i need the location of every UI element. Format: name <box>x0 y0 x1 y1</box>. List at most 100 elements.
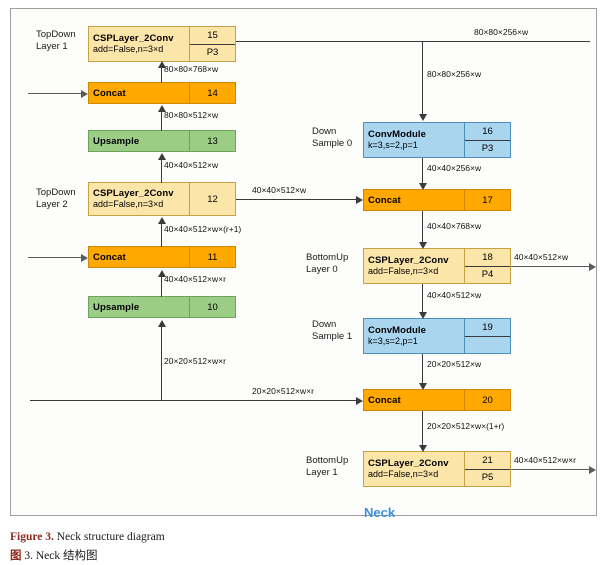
node-17-title: Concat <box>368 194 401 206</box>
node-15-index: 15 <box>207 29 218 41</box>
edge-label-13-to-14: 80×80×512×w <box>164 110 219 120</box>
node-csplayer-18[interactable]: CSPLayer_2Conv add=False,n=3×d 18 P4 <box>363 248 511 284</box>
node-18-index: 18 <box>482 251 493 263</box>
node-20-body: Concat <box>364 390 464 410</box>
edge-12-to-13 <box>161 158 163 183</box>
node-13-index: 13 <box>207 135 218 147</box>
node-convmodule-16[interactable]: ConvModule k=3,s=2,p=1 16 P3 <box>363 122 511 158</box>
node-18-side: 18 P4 <box>464 249 510 283</box>
node-concat-17[interactable]: Concat 17 <box>363 189 511 211</box>
node-12-index: 12 <box>207 193 218 205</box>
node-20-title: Concat <box>368 394 401 406</box>
node-14-body: Concat <box>89 83 189 103</box>
edge-14-to-15 <box>161 66 163 83</box>
arrowhead-11-to-12 <box>157 217 166 224</box>
node-11-side: 11 <box>189 247 235 267</box>
node-16-body: ConvModule k=3,s=2,p=1 <box>364 123 464 157</box>
node-14-index: 14 <box>207 87 218 99</box>
edge-label-10-to-11: 40×40×512×w×r <box>164 274 226 284</box>
figure-caption-en-key: Figure 3. <box>10 531 54 543</box>
node-19-subtitle: k=3,s=2,p=1 <box>368 336 418 346</box>
node-19-body: ConvModule k=3,s=2,p=1 <box>364 319 464 353</box>
node-16-index: 16 <box>482 125 493 137</box>
node-15-body: CSPLayer_2Conv add=False,n=3×d <box>89 27 189 61</box>
node-11-title: Concat <box>93 251 126 263</box>
arrowhead-21-right <box>589 465 596 474</box>
arrowhead-external-to-14 <box>81 89 88 98</box>
edge-label-21-right: 40×40×512×w×r <box>514 455 576 465</box>
node-csplayer-21[interactable]: CSPLayer_2Conv add=False,n=3×d 21 P5 <box>363 451 511 487</box>
arrowhead-bus-to-20 <box>356 396 363 405</box>
edge-11-to-12 <box>161 222 163 247</box>
edge-label-20-to-21: 20×20×512×w×(1+r) <box>427 421 505 431</box>
node-20-side: 20 <box>464 390 510 410</box>
edge-16-to-17 <box>422 158 424 184</box>
node-concat-11[interactable]: Concat 11 <box>88 246 236 268</box>
arrowhead-external-to-11 <box>81 253 88 262</box>
node-18-title: CSPLayer_2Conv <box>368 255 449 266</box>
edge-label-16-to-17: 40×40×256×w <box>427 163 482 173</box>
node-11-index: 11 <box>207 251 218 263</box>
node-12-title: CSPLayer_2Conv <box>93 188 174 199</box>
arrowhead-10-to-11 <box>157 270 166 277</box>
group-label-downsample1: Down Sample 1 <box>312 319 353 342</box>
edge-label-19-to-20: 20×20×512×w <box>427 359 482 369</box>
node-21-index: 21 <box>482 454 493 466</box>
group-label-topdown-layer2: TopDown Layer 2 <box>36 187 76 210</box>
node-concat-14[interactable]: Concat 14 <box>88 82 236 104</box>
node-10-index: 10 <box>207 301 218 313</box>
node-18-tag: P4 <box>465 265 510 284</box>
arrowhead-13-to-14 <box>157 105 166 112</box>
node-12-side: 12 <box>189 183 235 215</box>
arrowhead-18-to-19 <box>418 312 427 319</box>
edge-label-15-right-top: 80×80×256×w <box>474 27 529 37</box>
node-19-title: ConvModule <box>368 325 426 336</box>
edge-label-left-to-20: 20×20×512×w×r <box>252 386 314 396</box>
edge-branch-to-16 <box>422 41 424 115</box>
figure-caption-zh-text: 3. Neck 结构图 <box>21 550 98 562</box>
node-15-side: 15 P3 <box>189 27 235 61</box>
node-10-side: 10 <box>189 297 235 317</box>
node-upsample-13[interactable]: Upsample 13 <box>88 130 236 152</box>
figure-caption-en-text: Neck structure diagram <box>53 531 165 543</box>
arrowhead-bus-to-10 <box>157 320 166 327</box>
node-10-body: Upsample <box>89 297 189 317</box>
edge-label-18-to-19: 40×40×512×w <box>427 290 482 300</box>
node-13-title: Upsample <box>93 135 140 147</box>
edge-bus-to-10 <box>161 325 163 401</box>
edge-10-to-11 <box>161 275 163 297</box>
node-csplayer-12[interactable]: CSPLayer_2Conv add=False,n=3×d 12 <box>88 182 236 216</box>
edge-17-to-18 <box>422 211 424 243</box>
group-label-bottomup-layer1: BottomUp Layer 1 <box>306 455 349 478</box>
node-19-tag <box>465 335 510 354</box>
edge-15-to-right <box>236 41 590 43</box>
edge-label-14-to-15: 80×80×768×w <box>164 64 219 74</box>
edge-13-to-14 <box>161 110 163 131</box>
edge-label-18-right: 40×40×512×w <box>514 252 569 262</box>
node-14-side: 14 <box>189 83 235 103</box>
edge-label-12-to-13: 40×40×512×w <box>164 160 219 170</box>
node-16-side: 16 P3 <box>464 123 510 157</box>
edge-18-to-19 <box>422 284 424 313</box>
arrowhead-12-to-17 <box>356 195 363 204</box>
node-concat-20[interactable]: Concat 20 <box>363 389 511 411</box>
node-15-subtitle: add=False,n=3×d <box>93 44 164 54</box>
arrowhead-12-to-13 <box>157 153 166 160</box>
node-20-index: 20 <box>482 394 493 406</box>
arrowhead-to-16 <box>418 114 427 121</box>
figure-caption-zh-key: 图 <box>10 550 22 562</box>
node-21-side: 21 P5 <box>464 452 510 486</box>
edge-external-to-14 <box>28 93 82 95</box>
arrowhead-18-right <box>589 262 596 271</box>
node-17-side: 17 <box>464 190 510 210</box>
arrowhead-14-to-15 <box>157 61 166 68</box>
node-21-title: CSPLayer_2Conv <box>368 458 449 469</box>
node-21-tag: P5 <box>465 468 510 487</box>
node-upsample-10[interactable]: Upsample 10 <box>88 296 236 318</box>
edge-21-to-right <box>511 469 590 471</box>
node-19-index: 19 <box>482 321 493 333</box>
node-convmodule-19[interactable]: ConvModule k=3,s=2,p=1 19 <box>363 318 511 354</box>
edge-label-11-to-12: 40×40×512×w×(r+1) <box>164 224 242 234</box>
node-csplayer-15[interactable]: CSPLayer_2Conv add=False,n=3×d 15 P3 <box>88 26 236 62</box>
